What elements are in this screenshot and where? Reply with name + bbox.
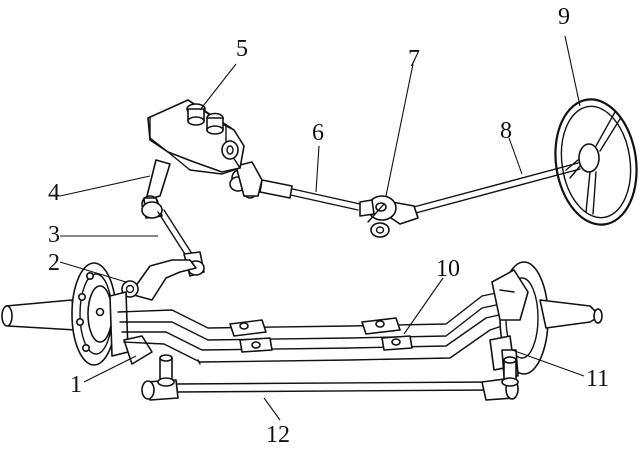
label-9: 9 bbox=[558, 4, 570, 30]
label-11: 11 bbox=[586, 366, 609, 392]
callout-labels: 4 3 2 1 5 6 7 8 9 10 11 12 bbox=[48, 4, 609, 448]
front-axle-beam bbox=[117, 287, 521, 365]
steering-gear bbox=[147, 99, 245, 175]
steering-transmission-shaft bbox=[229, 161, 361, 211]
steering-knuckle-arm bbox=[121, 259, 197, 301]
tie-rod bbox=[141, 354, 519, 401]
label-8: 8 bbox=[500, 118, 512, 144]
steering-wheel bbox=[554, 98, 638, 226]
label-4: 4 bbox=[48, 180, 60, 206]
label-12: 12 bbox=[266, 422, 290, 448]
label-7: 7 bbox=[408, 46, 420, 72]
label-6: 6 bbox=[312, 120, 324, 146]
steering-shaft bbox=[409, 162, 581, 215]
label-10: 10 bbox=[436, 256, 460, 282]
label-5: 5 bbox=[236, 36, 248, 62]
label-2: 2 bbox=[48, 250, 60, 276]
label-3: 3 bbox=[48, 222, 60, 248]
leader-lines bbox=[59, 35, 585, 421]
universal-joint bbox=[359, 195, 419, 238]
left-wheel-hub bbox=[1, 262, 153, 366]
label-1: 1 bbox=[70, 372, 82, 398]
